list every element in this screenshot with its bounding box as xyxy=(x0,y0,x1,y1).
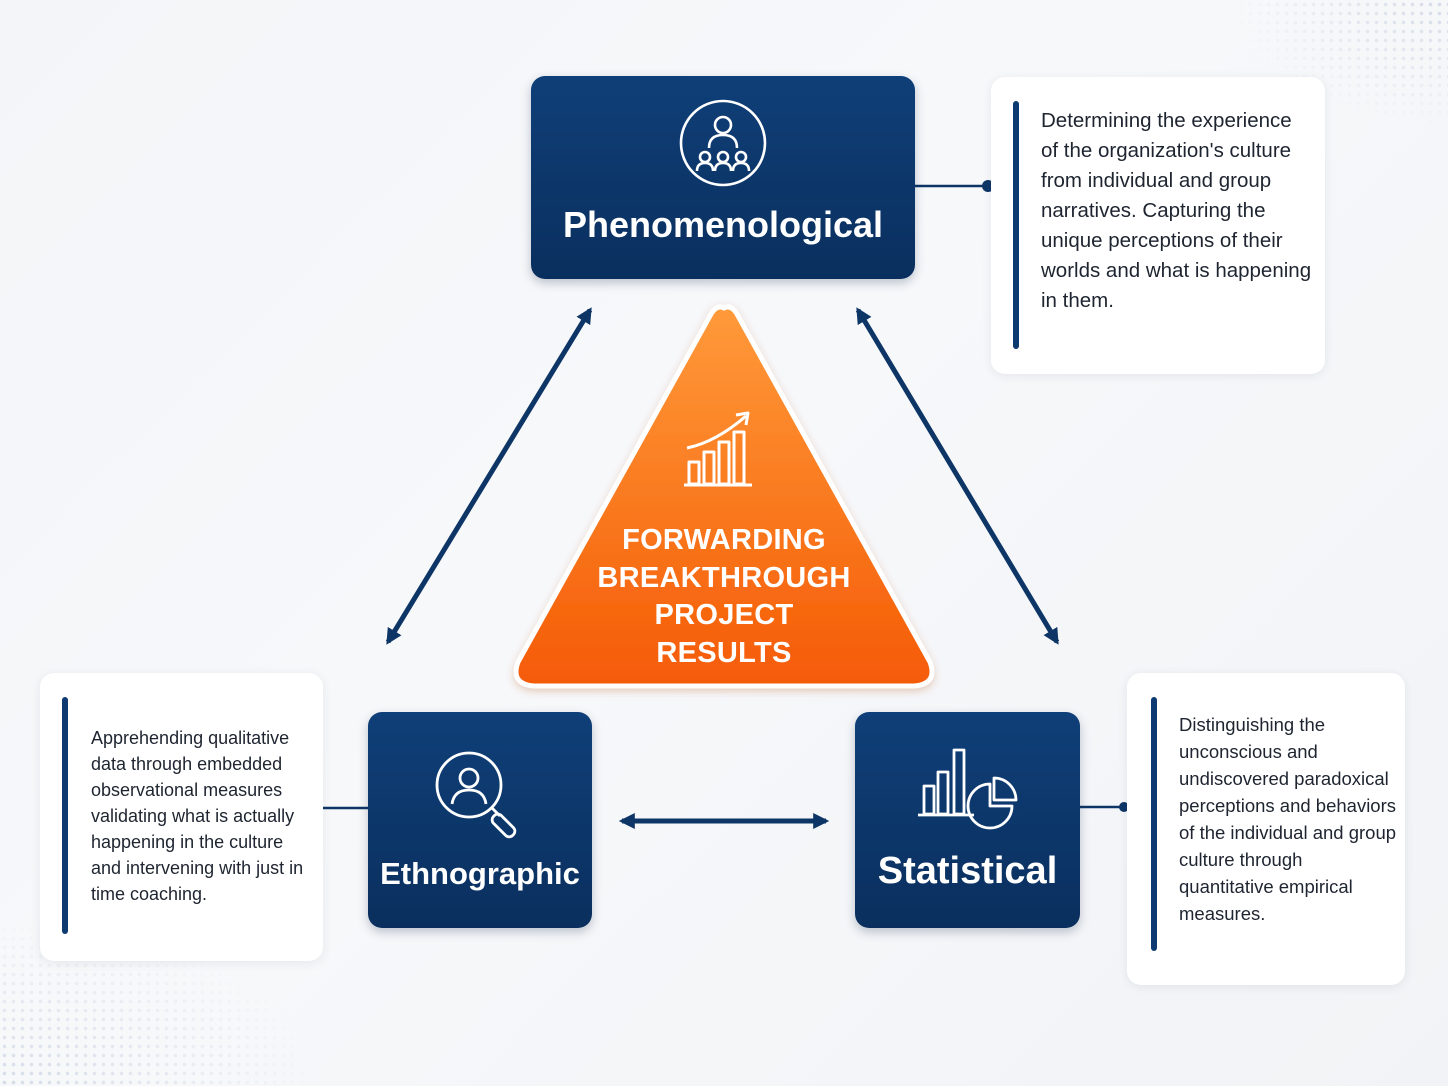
accent-bar xyxy=(62,697,68,934)
arrow-phen-ethno xyxy=(385,307,593,645)
description-card-statistical: Distinguishing the unconscious and undis… xyxy=(1127,673,1405,985)
node-label: Statistical xyxy=(877,850,1058,892)
description-card-ethnographic: Apprehending qualitative data through em… xyxy=(40,673,323,961)
accent-bar xyxy=(1151,697,1157,951)
person-search-icon xyxy=(432,748,528,849)
node-label: Phenomenological xyxy=(562,204,884,245)
description-text: Distinguishing the unconscious and undis… xyxy=(1179,714,1397,924)
node-ethnographic: Ethnographic xyxy=(368,712,592,928)
center-triangle xyxy=(513,304,935,689)
accent-bar xyxy=(1013,101,1019,349)
growth-chart-icon xyxy=(680,408,758,495)
center-title: FORWARDING BREAKTHROUGH PROJECT RESULTS xyxy=(564,522,884,672)
group-people-icon xyxy=(678,98,768,193)
description-card-phenomenological: Determining the experience of the organi… xyxy=(991,77,1325,374)
description-text: Determining the experience of the organi… xyxy=(1041,109,1312,312)
center-title-line: BREAKTHROUGH xyxy=(597,561,851,594)
node-statistical: Statistical xyxy=(855,712,1080,928)
arrow-phen-stat xyxy=(855,307,1060,645)
bar-pie-chart-icon xyxy=(916,748,1020,835)
center-title-line: FORWARDING xyxy=(622,524,826,556)
node-label: Ethnographic xyxy=(380,856,580,891)
description-text: Apprehending qualitative data through em… xyxy=(91,728,304,904)
center-title-line: RESULTS xyxy=(656,636,792,669)
node-phenomenological: Phenomenological xyxy=(531,76,915,279)
center-title-line: PROJECT xyxy=(654,599,794,631)
